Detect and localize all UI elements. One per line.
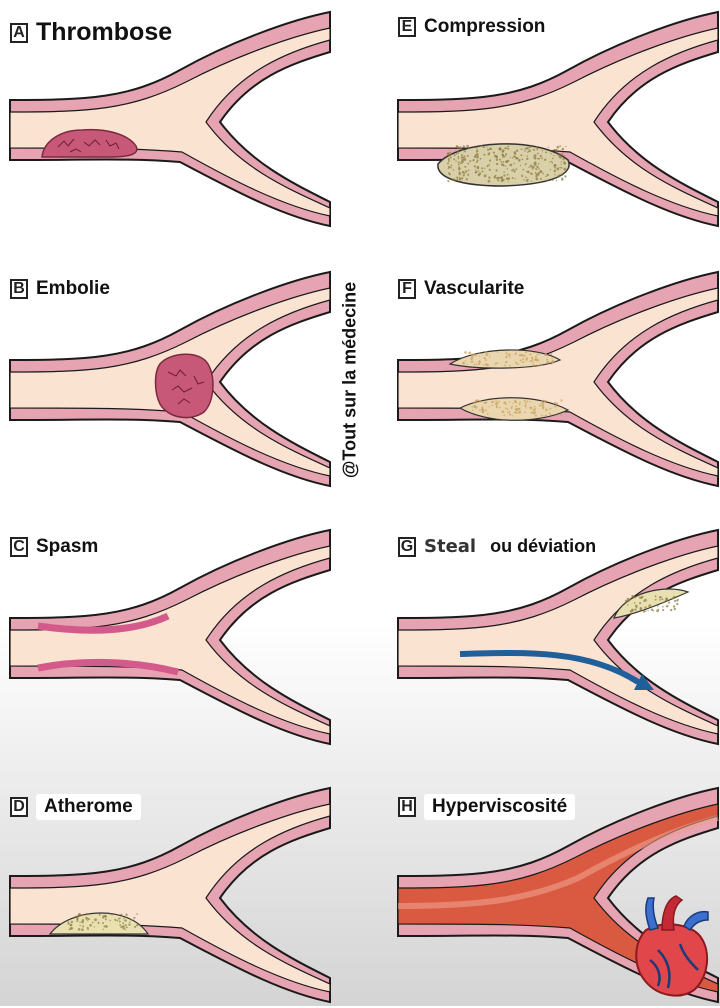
vessel-lumen (9, 27, 331, 217)
vessel-lumen (9, 803, 331, 993)
inflamed-wall-upper (448, 349, 562, 369)
panel-vascularite: F Vascularite (397, 270, 719, 492)
vessel-lumen (397, 545, 719, 735)
watermark-text: @Tout sur la médecine (339, 281, 360, 479)
panel-label: B Embolie (10, 278, 110, 300)
panel-atherome: D Atherome (9, 786, 331, 1008)
panel-compression: E Compression (397, 10, 719, 232)
blood-highlight (397, 815, 719, 909)
panel-label: A Thrombose (10, 18, 172, 47)
panel-title: Atherome (36, 794, 141, 820)
vessel-lumen (397, 287, 719, 477)
vessel-lumen (9, 545, 331, 735)
flow-arrow (459, 650, 640, 685)
plaque-texture (624, 595, 679, 613)
panel-title-suffix: ou déviation (490, 536, 597, 556)
panel-letter: E (398, 17, 416, 37)
plaque-texture (462, 351, 555, 367)
flow-arrowhead (634, 674, 654, 690)
panel-label: E Compression (398, 16, 545, 38)
spasm-lower-wall (37, 658, 179, 676)
panel-title: Spasm (36, 536, 99, 557)
vessel-lumen (397, 27, 719, 217)
panel-letter: F (398, 279, 416, 299)
plaque-texture (67, 912, 139, 931)
panel-title: Embolie (36, 278, 110, 299)
panel-label: D Atherome (10, 794, 141, 820)
panel-letter: G (398, 536, 416, 557)
panel-label: H Hyperviscosité (398, 794, 576, 820)
plaque-texture (471, 399, 563, 417)
vessel-diagram (397, 270, 719, 488)
panel-letter: D (10, 797, 28, 817)
panel-spasm: C Spasm (9, 528, 331, 750)
panel-embolie: B Embolie (9, 270, 331, 492)
vessel-diagram (9, 528, 331, 746)
panel-label: C Spasm (10, 536, 98, 558)
panel-letter: B (10, 279, 28, 299)
vessel-diagram (9, 786, 331, 1004)
inflamed-wall-lower (458, 397, 570, 421)
panel-title: Thrombose (36, 18, 173, 46)
vessel-diagram (397, 10, 719, 228)
panel-letter: A (10, 22, 28, 43)
thrombus-clot (41, 128, 138, 158)
panel-steal: G Steal ou déviation (397, 528, 719, 750)
panel-label: G Steal ou déviation (398, 536, 596, 557)
panel-title: Compression (424, 16, 546, 37)
panel-letter: H (398, 797, 416, 817)
panel-title: Hyperviscosité (424, 794, 576, 820)
panel-title: Vascularite (424, 278, 525, 299)
panel-thrombose: A Thrombose (9, 10, 331, 232)
vessel-diagram (397, 528, 719, 746)
panel-title: Steal (424, 536, 477, 557)
vessel-diagram (9, 270, 331, 488)
panel-letter: C (10, 537, 28, 557)
spasm-upper-wall (37, 612, 170, 634)
vessel-diagram (9, 10, 331, 228)
plaque-texture (447, 144, 567, 183)
anatomical-heart-icon (635, 895, 709, 997)
embolus (154, 353, 214, 419)
panel-label: F Vascularite (398, 278, 524, 300)
